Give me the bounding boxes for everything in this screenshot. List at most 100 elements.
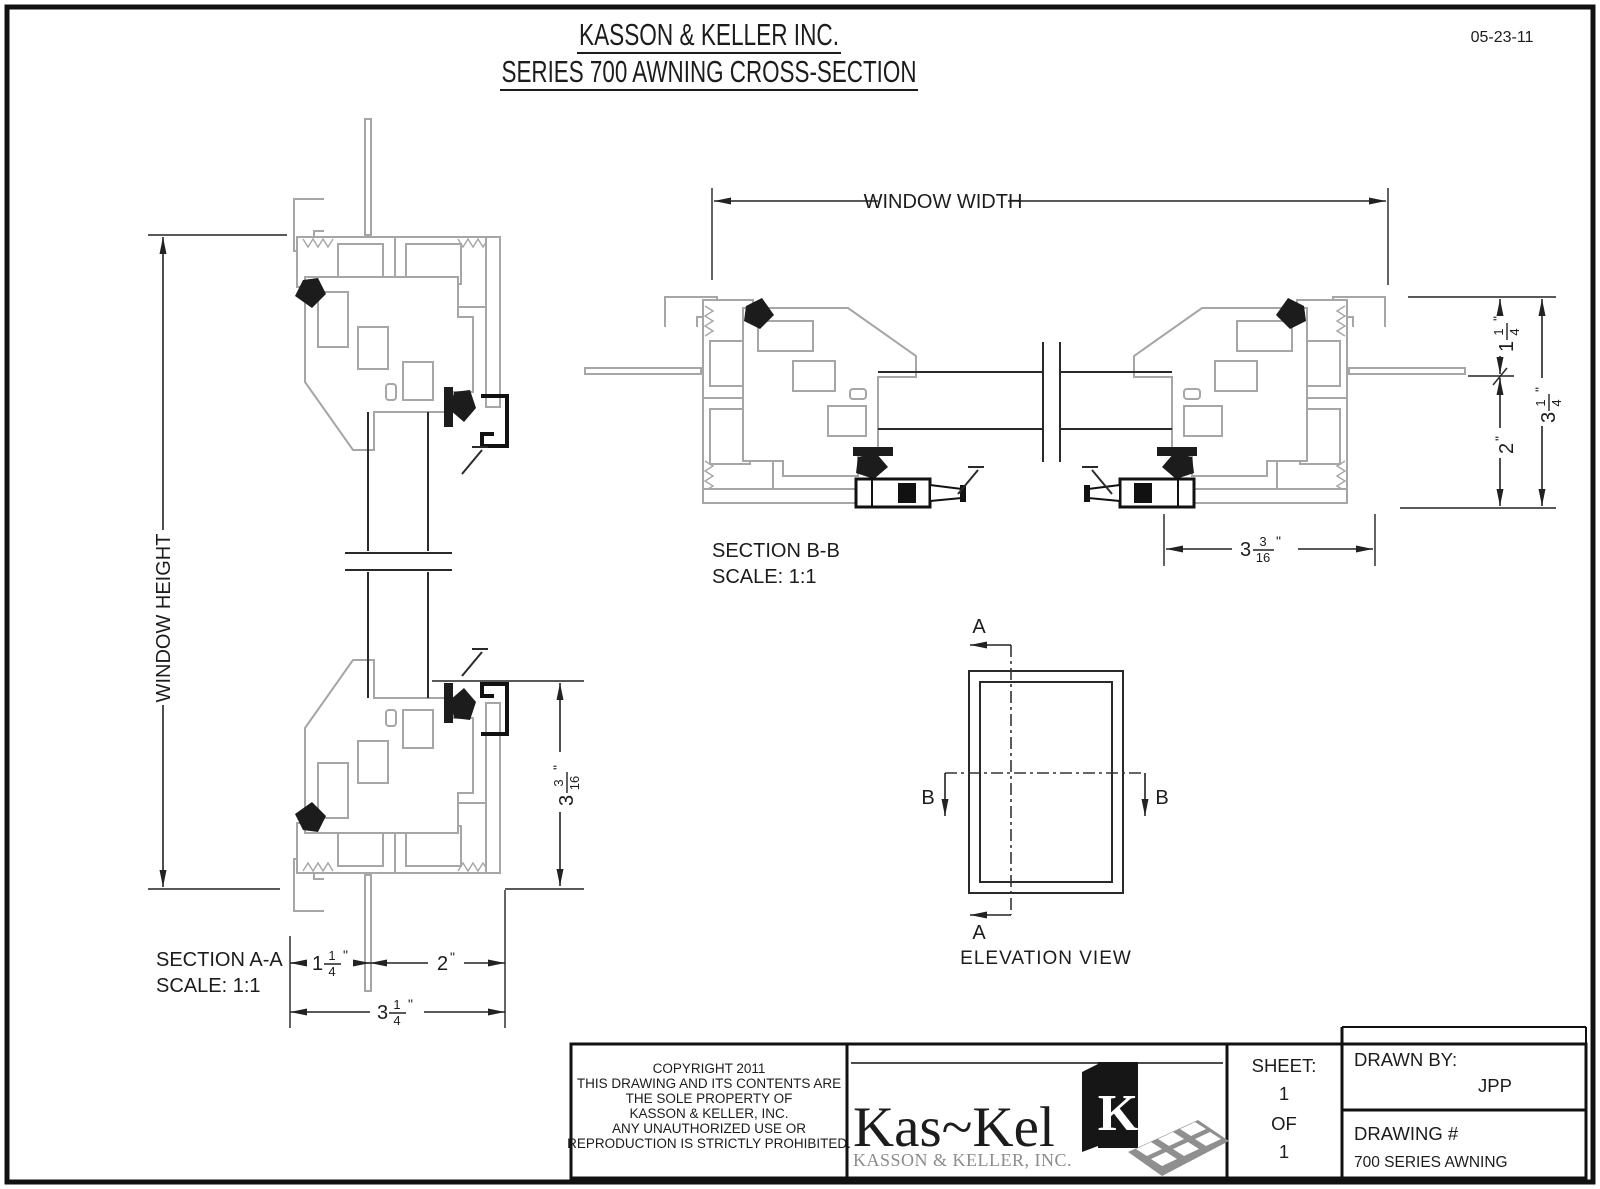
logo-subtitle: KASSON & KELLER, INC. [853, 1150, 1072, 1170]
svg-text:SECTION B-B: SECTION B-B [712, 540, 840, 562]
window-sash-outline [979, 681, 1113, 883]
dim-text: 3 1 4 " [1532, 387, 1564, 423]
svg-text:1: 1 [1496, 341, 1518, 352]
svg-text:4: 4 [393, 1013, 400, 1028]
copyright-notice: COPYRIGHT 2011 THIS DRAWING AND ITS CONT… [567, 1061, 851, 1151]
aa-bottom-dimensions: 1 1 4 " 2 " 3 1 4 " [289, 890, 506, 1028]
leader-tick [957, 466, 984, 495]
break-lines [1042, 342, 1061, 462]
svg-text:1: 1 [328, 948, 335, 963]
title-line-1: KASSON & KELLER INC. [579, 17, 839, 52]
svg-text:3: 3 [1240, 539, 1251, 561]
sheet-of: OF [1271, 1113, 1297, 1134]
svg-text:4: 4 [328, 964, 335, 979]
jamb-profile-left [584, 296, 917, 504]
leader-tick [1082, 466, 1113, 495]
bb-bottom-dimension: 3 3 16 " [1163, 514, 1376, 566]
dim-text: 1 1 4 " [312, 947, 348, 979]
svg-text:1: 1 [1491, 328, 1506, 335]
dim-text: 3 3 16 " [550, 765, 582, 806]
svg-text:": " [550, 765, 566, 770]
svg-text:ANY UNAUTHORIZED USE OR: ANY UNAUTHORIZED USE OR [612, 1121, 806, 1136]
svg-text:REPRODUCTION IS STRICTLY PROHI: REPRODUCTION IS STRICTLY PROHIBITED. [567, 1136, 851, 1151]
break-lines [345, 552, 452, 571]
section-bb-label: SECTION B-B SCALE: 1:1 [712, 540, 840, 588]
svg-text:4: 4 [1507, 328, 1522, 335]
marker-a-bottom: A [972, 922, 986, 944]
svg-text:": " [343, 947, 348, 963]
drawing-number-label: DRAWING # [1354, 1123, 1459, 1144]
drawing-header: KASSON & KELLER INC. SERIES 700 AWNING C… [500, 17, 1534, 91]
svg-text:COPYRIGHT 2011: COPYRIGHT 2011 [653, 1061, 766, 1076]
svg-text:SECTION A-A: SECTION A-A [156, 949, 283, 971]
sheet-label: SHEET: [1252, 1055, 1317, 1076]
head-profile [293, 118, 501, 451]
title-block: COPYRIGHT 2011 THIS DRAWING AND ITS CONT… [567, 1026, 1588, 1180]
sheet-number: 1 [1279, 1083, 1289, 1104]
operator-hardware-right [1084, 477, 1196, 509]
sill-profile [293, 659, 501, 992]
jamb-profile-right [1133, 296, 1466, 504]
bb-right-dimensions: 1 1 4 " 2 " 3 1 4 " [1400, 296, 1564, 509]
dim-text: 1 1 4 " [1490, 316, 1522, 352]
elevation-view: A A B B ELEVATION VIEW [921, 616, 1168, 969]
leader-tick [461, 648, 488, 677]
svg-text:": " [1490, 316, 1506, 321]
svg-text:": " [408, 996, 413, 1012]
drawn-by-cell: DRAWN BY: JPP [1354, 1049, 1512, 1096]
svg-text:": " [1532, 387, 1548, 392]
dim-text: 2 " [1492, 436, 1518, 454]
dim-text: 3 3 16 " [1240, 533, 1281, 565]
sheet-cell: SHEET: 1 OF 1 [1252, 1055, 1317, 1162]
section-aa-label: SECTION A-A SCALE: 1:1 [156, 949, 283, 997]
glazing-bead-sill [480, 682, 509, 736]
drawn-by-value: JPP [1478, 1075, 1512, 1096]
svg-text:THE SOLE PROPERTY OF: THE SOLE PROPERTY OF [626, 1091, 793, 1106]
window-width-dimension: WINDOW WIDTH [711, 188, 1389, 285]
sheet-total: 1 [1279, 1141, 1289, 1162]
glazing-bead-head [480, 394, 509, 448]
marker-a-top: A [972, 616, 986, 638]
drawing-number-value: 700 SERIES AWNING [1354, 1154, 1508, 1171]
window-height-dimension: WINDOW HEIGHT [148, 234, 287, 890]
glass-unit-horizontal [878, 342, 1172, 462]
elevation-view-label: ELEVATION VIEW [960, 948, 1132, 969]
leader-tick [461, 446, 488, 475]
svg-text:3: 3 [1259, 534, 1266, 549]
svg-text:2: 2 [437, 953, 448, 975]
window-width-label: WINDOW WIDTH [864, 191, 1023, 213]
glass-unit-vertical [345, 412, 452, 698]
window-height-label: WINDOW HEIGHT [153, 534, 175, 703]
svg-text:3: 3 [551, 779, 566, 786]
svg-text:": " [1276, 533, 1281, 549]
dim-text: 2 " [437, 949, 455, 975]
drawing-number-cell: DRAWING # 700 SERIES AWNING [1354, 1123, 1508, 1171]
title-line-2: SERIES 700 AWNING CROSS-SECTION [502, 54, 917, 89]
svg-text:": " [1492, 436, 1508, 441]
operator-hardware-left [854, 477, 966, 509]
svg-text:KASSON & KELLER, INC.: KASSON & KELLER, INC. [629, 1106, 788, 1121]
drawing-date: 05-23-11 [1471, 29, 1534, 46]
svg-text:3: 3 [1538, 412, 1560, 423]
svg-text:16: 16 [567, 776, 582, 790]
svg-text:1: 1 [1533, 399, 1548, 406]
svg-text:K: K [1098, 1085, 1139, 1142]
svg-text:1: 1 [312, 953, 323, 975]
section-bb-view: WINDOW WIDTH 1 1 4 " 2 " 3 [584, 188, 1564, 588]
k-window-block-icon: K [1082, 1062, 1229, 1176]
svg-text:2: 2 [1496, 443, 1518, 454]
aa-right-dimension: 3 3 16 " [432, 680, 584, 890]
svg-text:1: 1 [393, 997, 400, 1012]
marker-b-left: B [921, 787, 934, 809]
svg-text:3: 3 [377, 1002, 388, 1024]
svg-text:SCALE: 1:1: SCALE: 1:1 [156, 975, 261, 997]
page-border [4, 4, 1596, 1185]
drawn-by-label: DRAWN BY: [1354, 1049, 1457, 1070]
svg-text:THIS DRAWING AND ITS CONTENTS: THIS DRAWING AND ITS CONTENTS ARE [577, 1076, 841, 1091]
dim-text: 3 1 4 " [377, 996, 413, 1028]
svg-text:4: 4 [1549, 399, 1564, 406]
section-aa-view: WINDOW HEIGHT 3 3 16 " 1 1 4 " [148, 118, 584, 1028]
svg-text:": " [450, 949, 455, 965]
